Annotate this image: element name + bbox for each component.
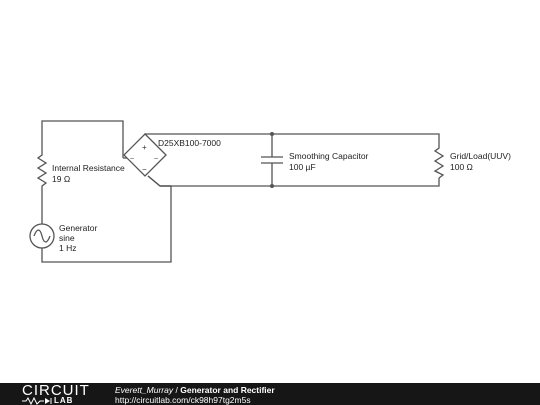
logo-lab-label: LAB bbox=[54, 396, 74, 405]
capacitor-name: Smoothing Capacitor bbox=[289, 151, 369, 161]
logo-text-top: CIRCUIT bbox=[22, 382, 90, 399]
svg-text:~: ~ bbox=[130, 156, 134, 163]
internal-resistance-name: Internal Resistance bbox=[52, 163, 125, 173]
generator-symbol[interactable] bbox=[29, 223, 55, 249]
generator-waveform: sine bbox=[59, 233, 75, 243]
footer-title-line: Everett_Murray / Generator and Rectifier bbox=[115, 385, 275, 395]
internal-resistance-value: 19 Ω bbox=[52, 174, 70, 184]
circuit-schematic: + − ~ ~ Internal Resistance 19 Ω Generat… bbox=[29, 120, 511, 263]
load-name: Grid/Load(UUV) bbox=[450, 151, 511, 161]
footer-meta: Everett_Murray / Generator and Rectifier… bbox=[115, 385, 275, 405]
capacitor-value: 100 µF bbox=[289, 162, 316, 172]
resistor-symbol-load[interactable] bbox=[433, 146, 445, 179]
author-name[interactable]: Everett_Murray bbox=[115, 385, 174, 395]
svg-text:+: + bbox=[142, 143, 147, 152]
logo-zigzag-icon bbox=[22, 396, 52, 405]
footer-bar: CIRCUIT LAB Everett_Murray / Generator a… bbox=[0, 383, 540, 405]
svg-text:~: ~ bbox=[154, 156, 158, 163]
title-separator: / bbox=[175, 385, 178, 395]
circuitlab-logo[interactable]: CIRCUIT LAB bbox=[22, 382, 94, 405]
rectifier-name: D25XB100-7000 bbox=[158, 138, 221, 148]
circuit-title: Generator and Rectifier bbox=[180, 385, 275, 395]
wire-top-left bbox=[41, 120, 124, 158]
junction-dot-bottom bbox=[270, 184, 274, 188]
generator-name: Generator bbox=[59, 223, 97, 233]
wire-bottom-rail bbox=[147, 175, 440, 187]
bridge-rectifier-symbol[interactable]: + − ~ ~ bbox=[123, 133, 171, 187]
logo-text-bottom: LAB bbox=[22, 397, 73, 405]
resistor-symbol-internal[interactable] bbox=[36, 150, 48, 188]
svg-text:−: − bbox=[142, 165, 147, 174]
junction-dot-top bbox=[270, 132, 274, 136]
circuit-url[interactable]: http://circuitlab.com/ck98h97tg2m5s bbox=[115, 395, 251, 405]
capacitor-symbol[interactable] bbox=[261, 156, 283, 164]
generator-frequency: 1 Hz bbox=[59, 243, 76, 253]
load-value: 100 Ω bbox=[450, 162, 473, 172]
